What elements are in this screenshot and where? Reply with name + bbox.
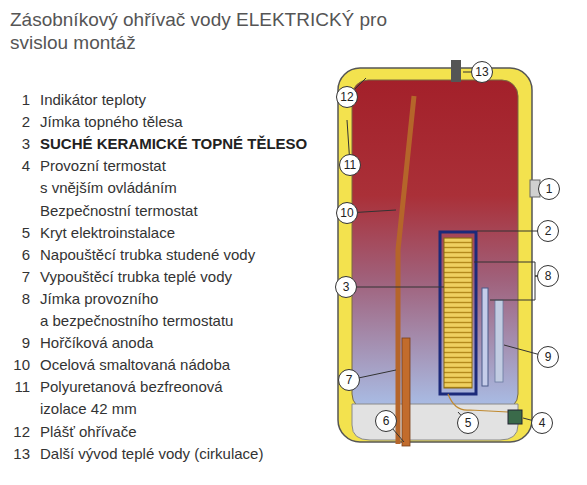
part-name: Kryt elektroinstalace bbox=[40, 223, 175, 243]
part-name: a bezpečnostního termostatu bbox=[40, 311, 233, 331]
part-name: Jímka provozního bbox=[40, 289, 158, 309]
part-name: Bezpečnostní termostat bbox=[40, 201, 198, 221]
callout-number: 11 bbox=[344, 158, 356, 172]
steel-tank bbox=[352, 80, 518, 410]
callout-circle: 3 bbox=[335, 276, 357, 298]
list-number: 11 bbox=[6, 377, 30, 397]
list-number: 3 bbox=[6, 134, 30, 154]
heater-shell bbox=[338, 68, 532, 442]
list-number: 1 bbox=[6, 90, 30, 110]
callout-number: 12 bbox=[340, 90, 353, 104]
part-name: izolace 42 mm bbox=[40, 399, 137, 419]
list-number: 5 bbox=[6, 223, 30, 243]
callout-circle: 7 bbox=[338, 369, 360, 391]
callout-number: 13 bbox=[475, 65, 488, 79]
callout-circle: 8 bbox=[537, 265, 559, 287]
callout-number: 7 bbox=[346, 373, 353, 387]
circulation-outlet bbox=[451, 60, 461, 82]
electric-cover bbox=[352, 404, 518, 440]
element-sheath bbox=[440, 232, 476, 394]
part-name: Vypouštěcí trubka teplé vody bbox=[40, 267, 232, 287]
callout-number: 10 bbox=[340, 206, 353, 220]
part-name: Ocelová smaltovaná nádoba bbox=[40, 355, 230, 375]
part-name: Další vývod teplé vody (cirkulace) bbox=[40, 444, 263, 464]
part-name: Jímka topného tělesa bbox=[40, 112, 183, 132]
callout-number: 2 bbox=[545, 224, 552, 238]
callout-circle: 10 bbox=[336, 202, 358, 224]
list-number: 10 bbox=[6, 355, 30, 375]
list-number: 6 bbox=[6, 245, 30, 265]
part-name: Indikátor teploty bbox=[40, 90, 146, 110]
callout-number: 9 bbox=[545, 350, 552, 364]
callout-number: 5 bbox=[465, 416, 472, 430]
wiring bbox=[448, 394, 508, 412]
list-number: 2 bbox=[6, 112, 30, 132]
list-number: 7 bbox=[6, 267, 30, 287]
callout-number: 8 bbox=[545, 269, 552, 283]
magnesium-anode bbox=[495, 300, 503, 382]
callout-number: 4 bbox=[539, 416, 546, 430]
list-number: 9 bbox=[6, 333, 30, 353]
callout-circle: 12 bbox=[336, 86, 358, 108]
title: Zásobníkový ohřívač vody ELEKTRICKÝ pro … bbox=[10, 8, 388, 54]
part-name: Plášť ohřívače bbox=[40, 422, 137, 442]
callout-number: 3 bbox=[343, 280, 350, 294]
part-name: Polyuretanová bezfreonová bbox=[40, 377, 223, 397]
cold-water-tube bbox=[402, 338, 410, 446]
callout-circle: 6 bbox=[375, 410, 397, 432]
callout-number: 6 bbox=[383, 414, 390, 428]
list-number: 13 bbox=[6, 444, 30, 464]
callout-circle: 1 bbox=[538, 178, 560, 200]
callout-circle: 9 bbox=[537, 346, 559, 368]
part-name: Napouštěcí trubka studené vody bbox=[40, 245, 255, 265]
callout-number: 1 bbox=[546, 182, 553, 196]
ceramic-element bbox=[444, 238, 472, 388]
callout-circle: 11 bbox=[339, 154, 361, 176]
callout-circle: 13 bbox=[471, 61, 493, 83]
list-number: 4 bbox=[6, 156, 30, 176]
part-name: SUCHÉ KERAMICKÉ TOPNÉ TĚLESO bbox=[40, 134, 307, 154]
part-name: s vnějším ovládáním bbox=[40, 178, 177, 198]
part-name: Hořčíková anoda bbox=[40, 333, 153, 353]
callout-circle: 2 bbox=[537, 220, 559, 242]
thermostat bbox=[508, 410, 522, 424]
thermostat-well bbox=[482, 288, 488, 386]
callout-circle: 5 bbox=[457, 412, 479, 434]
list-number: 12 bbox=[6, 422, 30, 442]
part-name: Provozní termostat bbox=[40, 156, 166, 176]
list-number: 8 bbox=[6, 289, 30, 309]
leader-lines bbox=[346, 72, 549, 442]
callout-circle: 4 bbox=[531, 412, 553, 434]
